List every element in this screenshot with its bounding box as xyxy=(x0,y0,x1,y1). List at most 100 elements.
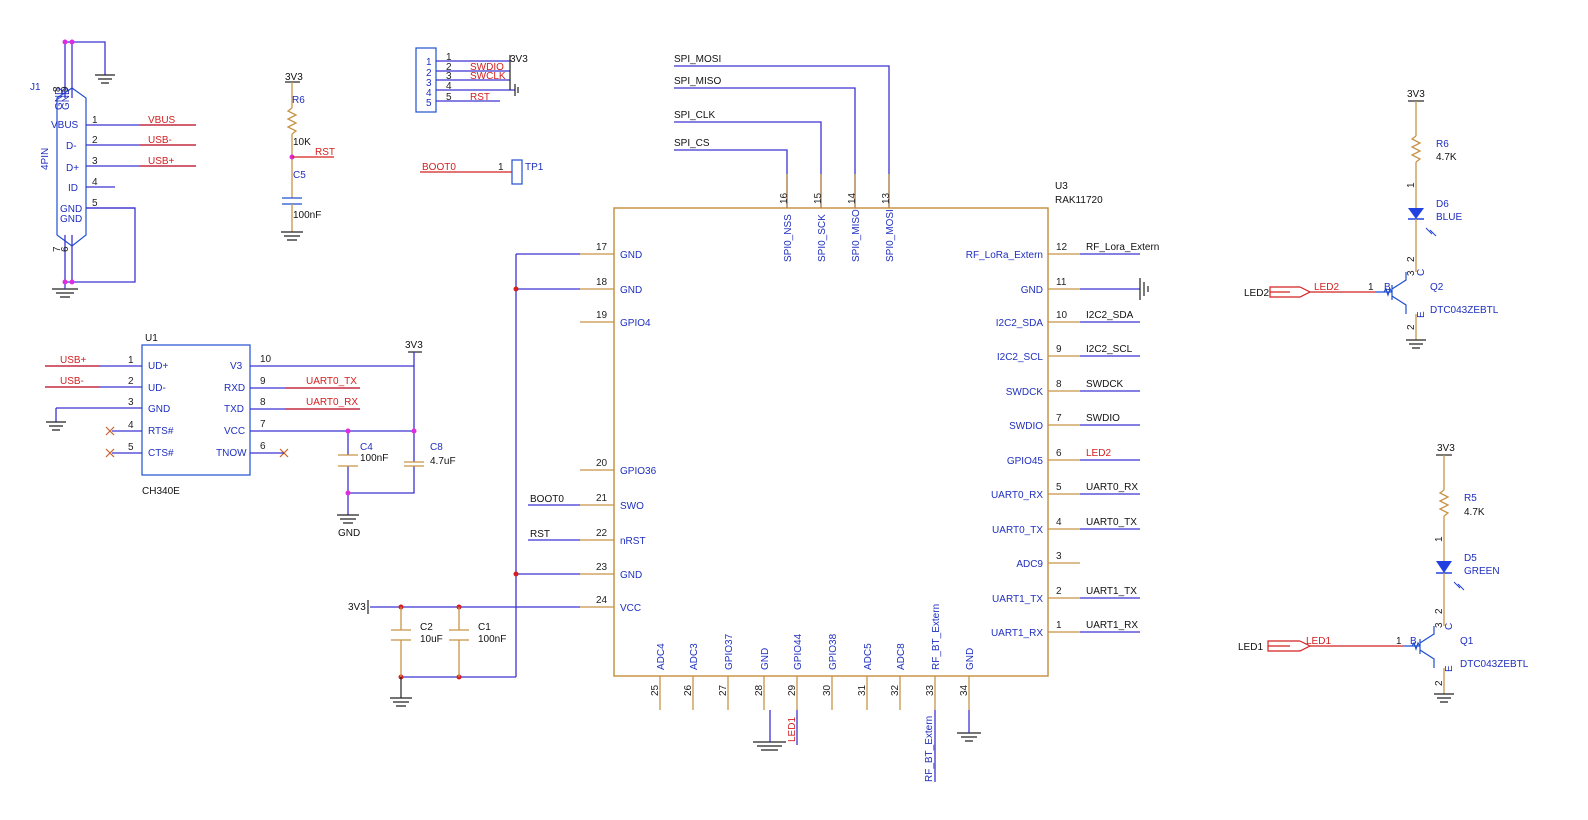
pin-number: 4 xyxy=(1056,517,1062,528)
j1-pin-id: ID xyxy=(68,183,78,194)
gnd-symbol xyxy=(52,288,78,298)
u3-part: RAK11720 xyxy=(1055,195,1103,206)
u1-pin-tnow: TNOW xyxy=(216,448,247,459)
u1-pin-vcc: VCC xyxy=(224,426,245,437)
r6-ref: R6 xyxy=(1436,139,1449,150)
pin-number: 2 xyxy=(1056,586,1062,597)
junction-dot xyxy=(62,279,68,285)
net-label-uart0-rx: UART0_RX xyxy=(1086,482,1138,493)
net-label-i2c2-scl: I2C2_SCL xyxy=(1086,344,1133,355)
tp1-ref: TP1 xyxy=(525,162,544,173)
pin-number: 12 xyxy=(1056,242,1068,253)
u3-top-pins: SPI_CS16SPI0_NSSSPI_CLK15SPI0_SCKSPI_MIS… xyxy=(674,54,896,262)
net-label-swdio: SWDIO xyxy=(1086,413,1120,424)
swd-header: 1 2 3 4 5 1 2 3 4 5 3V3 SWDIO SWCLK RST xyxy=(415,47,528,113)
net-label-swdck: SWDCK xyxy=(1086,379,1124,390)
pin-number: 1 xyxy=(446,52,452,63)
pin-number: 2 xyxy=(446,62,452,73)
net-label-boot0: BOOT0 xyxy=(422,162,456,173)
pin-number: 28 xyxy=(754,684,765,696)
u3-pin-i2c2-sda: I2C2_SDA xyxy=(996,318,1044,329)
u1-body xyxy=(141,344,251,476)
junction-dot xyxy=(513,571,519,577)
j1-pin-vbus: VBUS xyxy=(51,120,79,131)
u3-pin-i2c2-scl: I2C2_SCL xyxy=(997,352,1044,363)
j1-pin-gnd: GND xyxy=(60,204,82,215)
pin-number: 3 xyxy=(1406,270,1417,276)
net-label-rst: RST xyxy=(530,529,550,540)
u1-pin-v3: V3 xyxy=(230,361,243,372)
net-label-boot0: BOOT0 xyxy=(530,494,564,505)
swd-pin-label: 5 xyxy=(426,98,432,109)
net-label-uart1-rx: UART1_RX xyxy=(1086,620,1138,631)
u3-pin-gpio4: GPIO4 xyxy=(620,318,651,329)
pin-number: 8 xyxy=(260,397,266,408)
d5-ref: D5 xyxy=(1464,553,1477,564)
q1-base-resistor xyxy=(1411,641,1421,651)
u3-pin-swdck: SWDCK xyxy=(1006,387,1044,398)
u1-ref: U1 xyxy=(145,333,158,344)
gnd-symbol xyxy=(509,55,519,96)
pin-number: 7 xyxy=(1056,413,1062,424)
gnd-label: GND xyxy=(338,528,360,539)
pin-number: 29 xyxy=(787,684,798,696)
pin-number: 10 xyxy=(260,354,272,365)
net-label-led1: LED1 xyxy=(787,717,798,742)
net-label-usb-plus: USB+ xyxy=(60,355,87,366)
u3-pin-gnd: GND xyxy=(760,648,771,670)
junction-dot xyxy=(345,428,351,434)
pin-number: 3 xyxy=(1056,551,1062,562)
u1-pin-rxd: RXD xyxy=(224,383,245,394)
pin-number: 18 xyxy=(596,277,608,288)
u1-pin-udminus: UD- xyxy=(148,383,166,394)
pin-number: 1 xyxy=(498,162,504,173)
u1-net-wires xyxy=(45,365,100,388)
net-label-i2c2-sda: I2C2_SDA xyxy=(1086,310,1134,321)
q2-pin-b: B xyxy=(1384,282,1391,293)
led1-driver: 3V3 R5 4.7K 1 D5 GREEN 2 3 LED1 LED1 1 B… xyxy=(1238,443,1529,703)
power-label-3v3: 3V3 xyxy=(510,54,528,65)
r5-ref: R5 xyxy=(1464,493,1477,504)
u3-pin-adc3: ADC3 xyxy=(689,643,700,670)
gnd-symbol xyxy=(46,421,66,431)
u3-left-wires xyxy=(370,253,580,678)
j1-pin-dminus: D- xyxy=(66,141,77,152)
pin-number: 9 xyxy=(60,86,71,92)
port-led2 xyxy=(1269,286,1312,298)
u1-pin-cts: CTS# xyxy=(148,448,174,459)
pin-number: 3 xyxy=(446,71,452,82)
pin-number: 17 xyxy=(596,242,608,253)
u3-bottom-pins: 25ADC426ADC327GPIO3728GND29GPIO4430GPIO3… xyxy=(650,604,976,710)
u3-pin-gpio37: GPIO37 xyxy=(724,633,735,670)
pin-number: 9 xyxy=(1056,344,1062,355)
q2-ref: Q2 xyxy=(1430,282,1444,293)
net-label-uart1-tx: UART1_TX xyxy=(1086,586,1137,597)
d5-value: GREEN xyxy=(1464,566,1500,577)
u3-pin-adc5: ADC5 xyxy=(863,643,874,670)
pin-number: 32 xyxy=(890,684,901,696)
c1-ref: C1 xyxy=(478,622,491,633)
j1-usb-connector: J1 4PIN GND GND VBUS D- D+ ID GND GND 8 … xyxy=(30,39,196,298)
pin-number: 3 xyxy=(128,397,134,408)
power-label-3v3: 3V3 xyxy=(405,340,423,351)
pin-number: 22 xyxy=(596,528,608,539)
u3-pin-swo: SWO xyxy=(620,501,644,512)
q2-pin-c: C xyxy=(1416,269,1427,276)
swd-wires xyxy=(436,60,515,102)
led-d6 xyxy=(1408,208,1424,219)
tp1-body xyxy=(511,159,523,185)
j1-pin-gnd: GND xyxy=(54,88,65,110)
j1-net-wires xyxy=(140,124,196,167)
u3-body xyxy=(613,207,1049,677)
gnd-symbol xyxy=(337,514,359,524)
net-label-vbus: VBUS xyxy=(148,115,176,126)
capacitor-c5 xyxy=(282,197,302,205)
port-label-led2: LED2 xyxy=(1244,288,1269,299)
net-label-rst: RST xyxy=(470,92,490,103)
capacitors-c4-c8 xyxy=(338,454,424,467)
pin-number: 10 xyxy=(1056,310,1068,321)
led2-driver: 3V3 R6 4.7K 1 D6 BLUE 2 3 LED2 LED2 1 B … xyxy=(1244,89,1499,349)
pin-number: 1 xyxy=(1406,182,1417,188)
u1-cap-wires xyxy=(347,431,415,515)
